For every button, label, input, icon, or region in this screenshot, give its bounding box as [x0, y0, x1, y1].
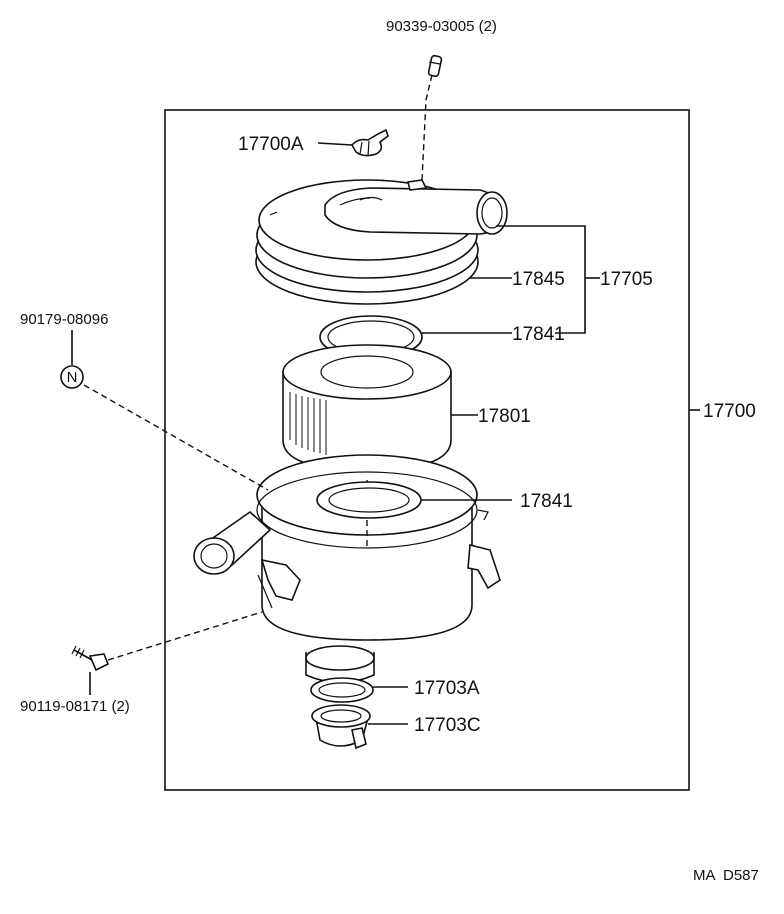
hose-17703C — [311, 704, 371, 750]
assembly-frame — [164, 109, 690, 791]
label-17703C: 17703C — [414, 715, 481, 736]
pin-90339 — [427, 54, 443, 78]
wing-nut-17700A — [351, 128, 389, 157]
label-17845: 17845 — [512, 269, 565, 290]
label-90179-08096: 90179-08096 — [20, 311, 108, 328]
air-cleaner-cover — [255, 179, 508, 305]
svg-text:N: N — [67, 369, 78, 386]
label-17841-top: 17841 — [512, 324, 565, 345]
label-17841-bottom: 17841 — [520, 491, 573, 512]
filter-element-17801 — [282, 344, 452, 471]
label-17700A: 17700A — [238, 134, 304, 155]
pin-dashed-leader — [421, 74, 433, 181]
label-17700: 17700 — [703, 401, 756, 422]
gasket-17841-bottom — [316, 481, 422, 519]
nut-dashed-leader — [83, 384, 269, 491]
label-17705: 17705 — [600, 269, 653, 290]
bracket-17705 — [496, 225, 586, 334]
label-90339-03005: 90339-03005 (2) — [386, 18, 497, 35]
diagram-code: MA D587 — [693, 867, 759, 884]
bolt-dashed-leader — [107, 611, 263, 661]
leader-17700A — [317, 142, 353, 146]
ring-17703A — [310, 677, 374, 703]
bolt-90119 — [71, 645, 110, 672]
label-90119-08171: 90119-08171 (2) — [20, 698, 130, 715]
nut-symbol-90179: N — [60, 365, 84, 389]
label-17801: 17801 — [478, 406, 531, 427]
label-17703A: 17703A — [414, 678, 480, 699]
